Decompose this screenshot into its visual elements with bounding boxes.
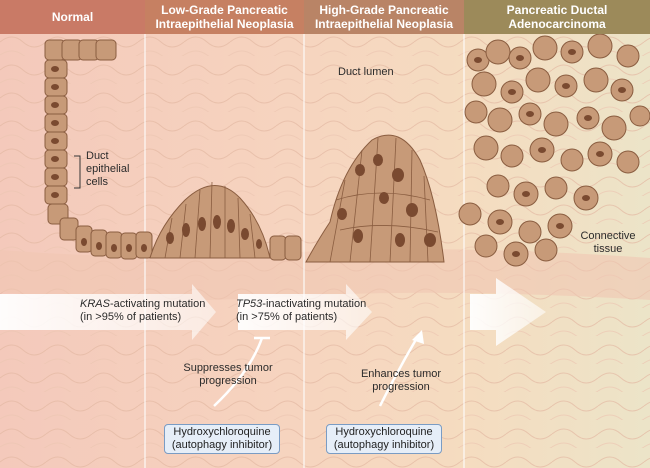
kras-mutation-label: KRAS-activating mutation (in >95% of pat…	[80, 298, 210, 324]
inhibition-line	[213, 337, 264, 407]
enhance-arrow	[378, 335, 420, 407]
drug-box-1: Hydroxychloroquine (autophagy inhibitor)	[164, 424, 280, 454]
suppresses-label: Suppresses tumor progression	[183, 362, 273, 387]
drug-box-2: Hydroxychloroquine (autophagy inhibitor)	[326, 424, 442, 454]
connective-tissue-label: Connective tissue	[580, 230, 636, 255]
drug-detail: (autophagy inhibitor)	[171, 439, 273, 451]
stage-header-pdac: Pancreatic Ductal Adenocarcinoma	[464, 0, 650, 34]
tp53-mutation-text: -inactivating mutation	[262, 298, 367, 310]
tp53-percent: (in >75% of patients)	[236, 311, 338, 323]
tp53-gene: TP53	[236, 298, 263, 310]
progression-arrow-2	[238, 284, 372, 340]
high-grade-panin-epithelium	[305, 134, 445, 263]
progression-arrow-1	[0, 284, 216, 340]
progression-arrow-3	[470, 278, 546, 346]
kras-mutation-text: -activating mutation	[109, 298, 206, 310]
stage-title: Pancreatic Ductal Adenocarcinoma	[506, 3, 608, 31]
kras-percent: (in >95% of patients)	[80, 311, 182, 323]
stage-title: Normal	[51, 10, 94, 24]
stage-header-high-grade: High-Grade Pancreatic Intraepithelial Ne…	[304, 0, 464, 34]
stage-header-low-grade: Low-Grade Pancreatic Intraepithelial Neo…	[145, 0, 304, 34]
normal-duct-epithelium	[44, 39, 153, 260]
drug-name: Hydroxychloroquine	[173, 426, 271, 438]
low-grade-panin-epithelium	[149, 181, 302, 261]
kras-gene: KRAS	[80, 298, 110, 310]
stroma-band	[0, 249, 650, 301]
drug-detail: (autophagy inhibitor)	[333, 439, 435, 451]
stage-title: Low-Grade Pancreatic Intraepithelial Neo…	[155, 3, 294, 31]
enhances-label: Enhances tumor progression	[360, 368, 442, 393]
stage-title: High-Grade Pancreatic Intraepithelial Ne…	[314, 3, 454, 31]
drug-name: Hydroxychloroquine	[335, 426, 433, 438]
stage-header-normal: Normal	[0, 0, 145, 34]
duct-epithelial-cells-label: Duct epithelial cells	[86, 150, 130, 188]
adenocarcinoma-cell-clusters	[458, 33, 650, 267]
duct-lumen-label: Duct lumen	[338, 66, 394, 78]
tp53-mutation-label: TP53-inactivating mutation (in >75% of p…	[236, 298, 386, 324]
